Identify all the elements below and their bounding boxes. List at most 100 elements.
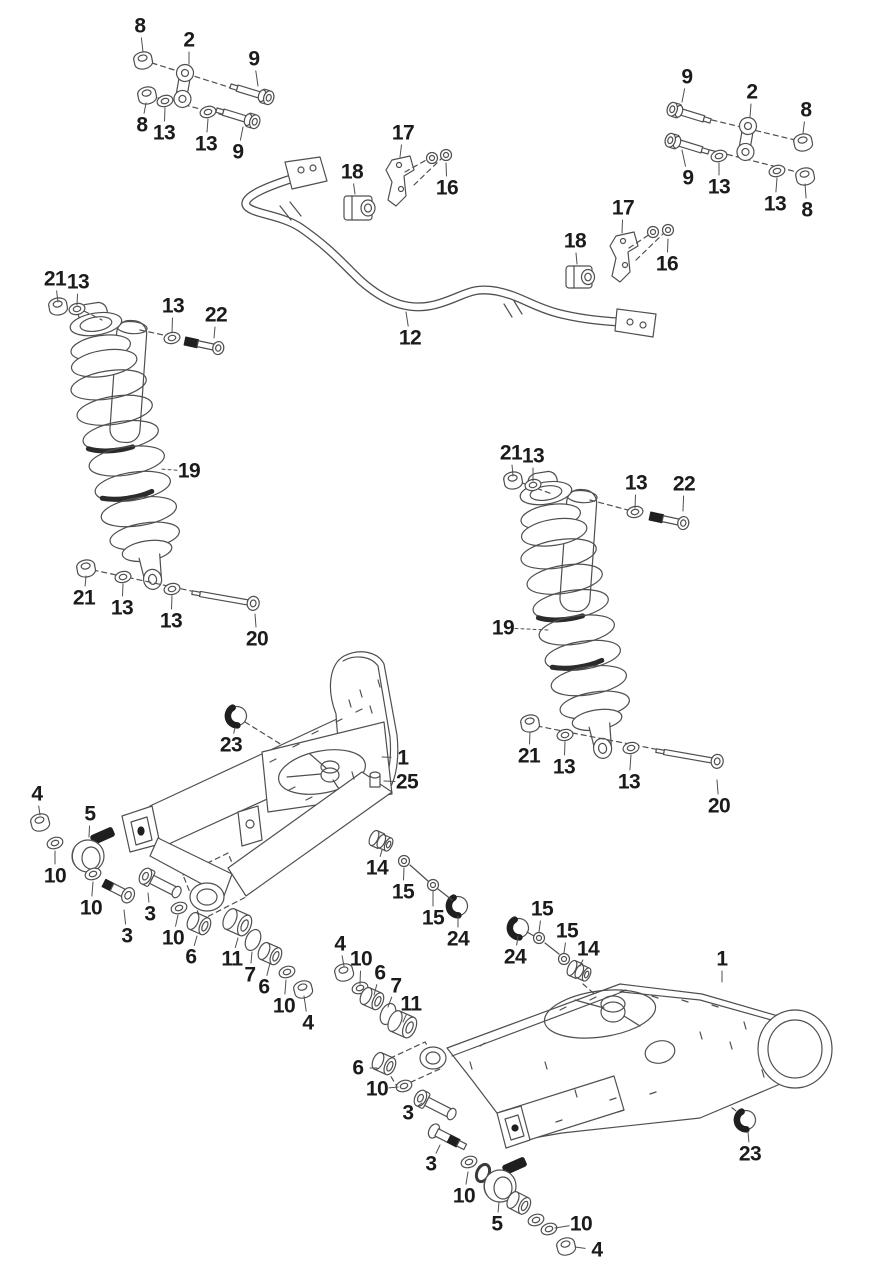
washer xyxy=(198,104,218,120)
leader-line xyxy=(716,779,719,795)
leader-line xyxy=(681,88,686,103)
leader-line xyxy=(171,595,173,610)
washer xyxy=(169,899,189,917)
leader-line xyxy=(239,126,244,141)
leader-line xyxy=(634,494,636,509)
washer xyxy=(394,1077,414,1095)
leader-line xyxy=(775,177,778,193)
stabilizer-bushing-right xyxy=(565,265,596,289)
arm-pivot-tube xyxy=(189,882,225,912)
leader-line xyxy=(667,238,669,253)
pivot-cap xyxy=(225,704,248,727)
washer xyxy=(526,1211,546,1229)
shock-bolt xyxy=(648,509,691,532)
leader-line xyxy=(445,162,447,177)
pivot-bolt xyxy=(101,878,136,904)
seal-ring xyxy=(557,952,571,966)
leader-line xyxy=(564,741,566,756)
leader-line xyxy=(379,849,383,857)
bushing xyxy=(564,958,594,984)
flange-nut xyxy=(791,131,815,154)
bracket-bolt xyxy=(661,223,675,237)
leader-line xyxy=(234,937,239,948)
bolt xyxy=(662,131,712,160)
bushing-sleeve xyxy=(384,1007,421,1041)
washer xyxy=(539,1220,559,1238)
leader-line xyxy=(164,107,166,122)
leader-line xyxy=(511,464,514,477)
ball-joint xyxy=(71,826,116,873)
leader-line xyxy=(143,102,147,114)
arm-front-tube xyxy=(419,1046,447,1070)
washer xyxy=(459,1153,479,1171)
leader-line xyxy=(802,121,805,134)
leader-line xyxy=(516,935,519,946)
stabilizer-bar xyxy=(241,156,657,338)
flange-nut xyxy=(135,84,159,107)
seal-ring xyxy=(397,854,411,868)
bushing xyxy=(366,828,396,854)
stabilizer-bar-end-left xyxy=(284,156,328,190)
leader-line xyxy=(254,613,257,628)
leader-line xyxy=(417,1102,423,1107)
bracket-bolt xyxy=(646,225,660,239)
washer xyxy=(45,834,65,852)
bushing xyxy=(184,910,214,938)
arm-right-hardware xyxy=(332,916,757,1258)
washer xyxy=(621,740,641,756)
leader-line xyxy=(303,995,307,1012)
washer xyxy=(162,581,182,597)
pivot-bolt xyxy=(136,865,185,903)
bolt xyxy=(213,102,263,131)
leader-line xyxy=(804,183,807,199)
shock-absorber-left xyxy=(47,295,261,612)
trailing-arm-right xyxy=(381,983,833,1149)
seal-ring xyxy=(532,931,546,945)
leader-line xyxy=(465,1171,469,1185)
leader-line xyxy=(575,252,578,265)
leader-lines xyxy=(38,37,807,1249)
leader-line xyxy=(91,881,94,897)
bolt xyxy=(664,100,714,129)
leader-line xyxy=(266,962,271,976)
leader-line xyxy=(255,70,259,87)
leader-line xyxy=(250,951,253,964)
leader-line xyxy=(497,1201,500,1213)
nut xyxy=(554,1235,578,1258)
pivot-cap xyxy=(734,1108,757,1131)
washer xyxy=(113,569,133,585)
leader-line xyxy=(579,959,584,967)
leader-line xyxy=(359,970,361,985)
stabilizer-link-left-assembly xyxy=(131,49,277,131)
leader-line xyxy=(403,867,405,881)
leader-line xyxy=(373,984,378,996)
stabilizer-link-right-assembly xyxy=(662,100,817,188)
leader-line xyxy=(56,290,59,303)
leader-line xyxy=(402,1014,407,1023)
stabilizer-bushing-left xyxy=(343,195,376,221)
leader-line xyxy=(405,311,409,327)
leader-line xyxy=(749,103,752,118)
leader-line xyxy=(387,996,393,1008)
leader-line xyxy=(681,149,686,167)
leader-line xyxy=(206,118,209,133)
leader-line xyxy=(193,935,198,946)
leader-line xyxy=(213,326,216,339)
leader-line xyxy=(353,183,356,195)
leader-line xyxy=(175,914,179,927)
stabilizer-link xyxy=(733,115,761,163)
washer xyxy=(162,330,182,346)
leader-line xyxy=(171,317,173,333)
stabilizer-bracket-right xyxy=(609,223,675,283)
leader-line xyxy=(538,920,541,933)
leader-line xyxy=(399,144,402,158)
shock-absorber-right xyxy=(502,464,725,770)
shock-lower-bolt xyxy=(654,743,725,770)
leader-line xyxy=(747,1131,750,1143)
stabilizer-bar-end-right xyxy=(614,308,657,338)
shock-lower-bolt xyxy=(190,585,261,612)
nut xyxy=(291,978,315,1001)
stabilizer-link xyxy=(170,62,198,110)
leader-line xyxy=(341,955,345,967)
